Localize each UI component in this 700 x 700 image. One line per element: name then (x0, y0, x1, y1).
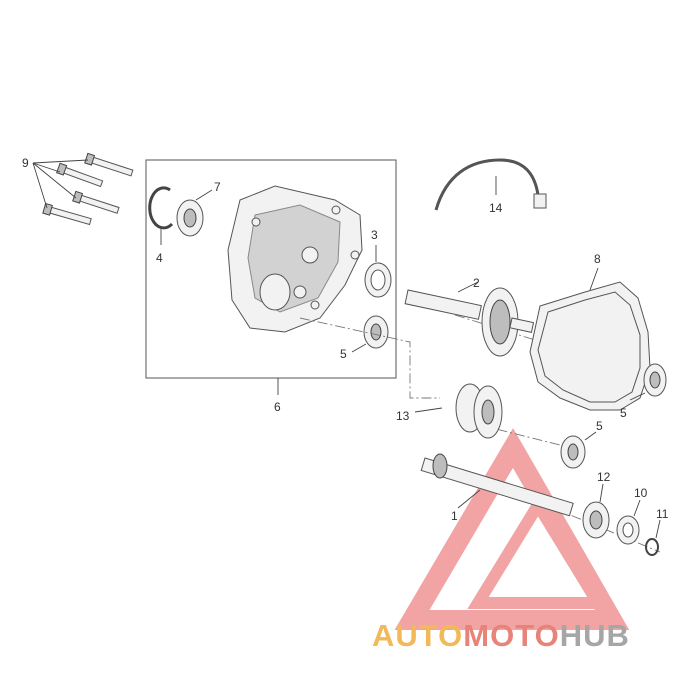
circlip (148, 186, 174, 245)
label-5-right: 5 (620, 406, 627, 420)
bearing-5-right (629, 363, 667, 401)
shaft-1 (420, 453, 574, 517)
label-9: 9 (22, 156, 29, 170)
seal-10 (616, 499, 641, 545)
label-5-upper: 5 (340, 347, 347, 361)
watermark-moto: MOTO (463, 618, 559, 653)
bearing-5-mid (560, 431, 597, 469)
shaft-gear-2 (404, 281, 535, 357)
label-12: 12 (597, 470, 611, 484)
label-14: 14 (489, 201, 503, 215)
watermark-triangle (394, 428, 630, 630)
bolts (32, 152, 134, 226)
circlip-11 (645, 519, 661, 556)
oil-seal-3 (364, 245, 392, 298)
label-2: 2 (473, 276, 480, 290)
bearing-5-upper (351, 315, 389, 353)
housing-group-box (145, 159, 397, 379)
label-11: 11 (656, 507, 669, 521)
watermark-hub: HUB (560, 618, 630, 653)
bearing-7 (176, 189, 213, 237)
cable-14 (434, 158, 547, 211)
label-1: 1 (451, 509, 458, 523)
watermark-auto: AUTO (372, 618, 463, 653)
label-8: 8 (594, 252, 601, 266)
label-4: 4 (156, 251, 163, 265)
watermark-text: AUTOMOTOHUB (372, 618, 630, 653)
gearbox-housing (227, 185, 363, 333)
bearing-12 (582, 483, 610, 539)
gear-13 (414, 383, 503, 439)
label-7: 7 (214, 180, 221, 194)
label-3: 3 (371, 228, 378, 242)
label-10: 10 (634, 486, 648, 500)
label-13: 13 (396, 409, 410, 423)
gasket-8 (529, 267, 651, 411)
label-5-mid: 5 (596, 419, 603, 433)
label-6: 6 (274, 400, 281, 414)
